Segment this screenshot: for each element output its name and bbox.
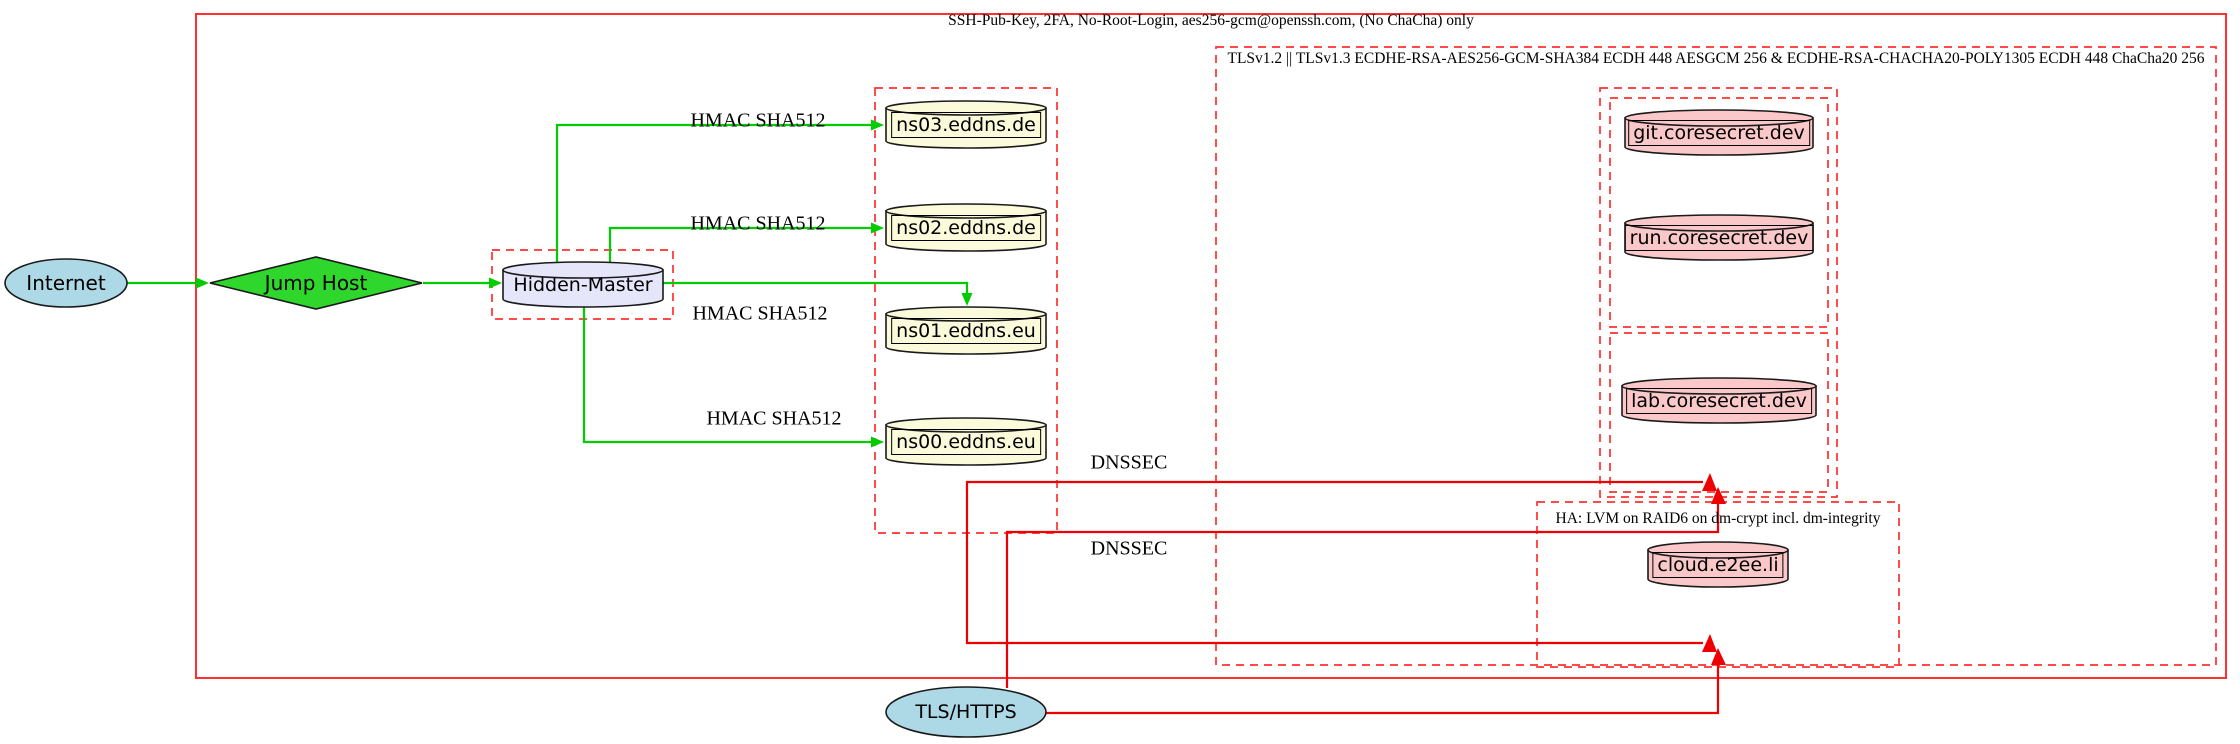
cluster-ssh-label: SSH-Pub-Key, 2FA, No-Root-Login, aes256-… [948, 12, 1474, 29]
cluster-tls-label: TLSv1.2 || TLSv1.3 ECDHE-RSA-AES256-GCM-… [1227, 50, 2205, 67]
arrowhead-jumphost [196, 277, 209, 289]
arrowhead-hiddenmaster [489, 277, 502, 289]
edge-tlshttps-hacluster [1046, 663, 1720, 715]
node-ns01-shape [885, 306, 1047, 355]
node-ns03-shape [885, 100, 1047, 149]
edge-label-hmac-1: HMAC SHA512 [690, 109, 826, 132]
arrowhead-ha-cluster-b [1711, 648, 1726, 665]
edge-label-dnssec-2: DNSSEC [1090, 537, 1168, 560]
edge-tlshttps-labcluster [1005, 502, 1720, 688]
edge-hiddenmaster-ns03 [555, 123, 871, 262]
node-ns00-label: ns00.eddns.eu [891, 429, 1041, 455]
edge-label-hmac-2: HMAC SHA512 [690, 212, 826, 235]
arrowhead-lab-cluster-b [1711, 487, 1726, 504]
node-ns00-shape [885, 417, 1047, 466]
node-jump-host-shape [209, 256, 423, 310]
node-git-label: git.coresecret.dev [1628, 120, 1810, 146]
cluster-ssh-box [195, 13, 2227, 679]
node-hidden-master-label: Hidden-Master [513, 274, 653, 296]
red-arrowheads [1702, 473, 1726, 665]
cluster-lab-box [1609, 332, 1829, 493]
edge-hiddenmaster-ns00 [582, 307, 871, 444]
green-edges [127, 123, 969, 444]
node-tls-https-label: TLS/HTTPS [915, 701, 1017, 723]
arrowhead-ns00 [871, 436, 884, 448]
arrowhead-ha-cluster-a [1702, 634, 1717, 652]
edge-hiddenmaster-ns01 [663, 281, 969, 293]
edge-label-hmac-3: HMAC SHA512 [692, 302, 828, 325]
edge-hiddenmaster-ns02 [608, 226, 871, 262]
arrowhead-ns03 [871, 119, 884, 131]
node-jump-host-label: Jump Host [264, 271, 368, 295]
node-ns02-shape [885, 203, 1047, 252]
red-edges [965, 480, 1720, 715]
node-ns03-label: ns03.eddns.de [891, 112, 1041, 138]
node-internet-label: Internet [26, 271, 106, 295]
node-internet-shape [4, 258, 128, 308]
arrowhead-ns02 [871, 222, 884, 234]
node-ns02-label: ns02.eddns.de [891, 215, 1041, 241]
node-run-label: run.coresecret.dev [1624, 225, 1814, 251]
green-arrowheads [196, 119, 973, 448]
node-tls-https-shape [885, 686, 1047, 738]
edge-label-hmac-4: HMAC SHA512 [706, 407, 842, 430]
cluster-ha-label: HA: LVM on RAID6 on dm-crypt incl. dm-in… [1555, 510, 1881, 527]
edge-dnssec-double [965, 480, 1703, 645]
node-lab-label: lab.coresecret.dev [1626, 388, 1812, 414]
node-cloud-label: cloud.e2ee.li [1652, 552, 1784, 578]
arrowhead-lab-cluster-a [1702, 473, 1717, 491]
node-hidden-master-shape [502, 261, 664, 308]
node-ns01-label: ns01.eddns.eu [891, 318, 1041, 344]
arrowhead-ns01 [961, 293, 973, 306]
edge-label-dnssec-1: DNSSEC [1090, 451, 1168, 474]
cluster-coresecret-outer-box [1599, 87, 1838, 498]
